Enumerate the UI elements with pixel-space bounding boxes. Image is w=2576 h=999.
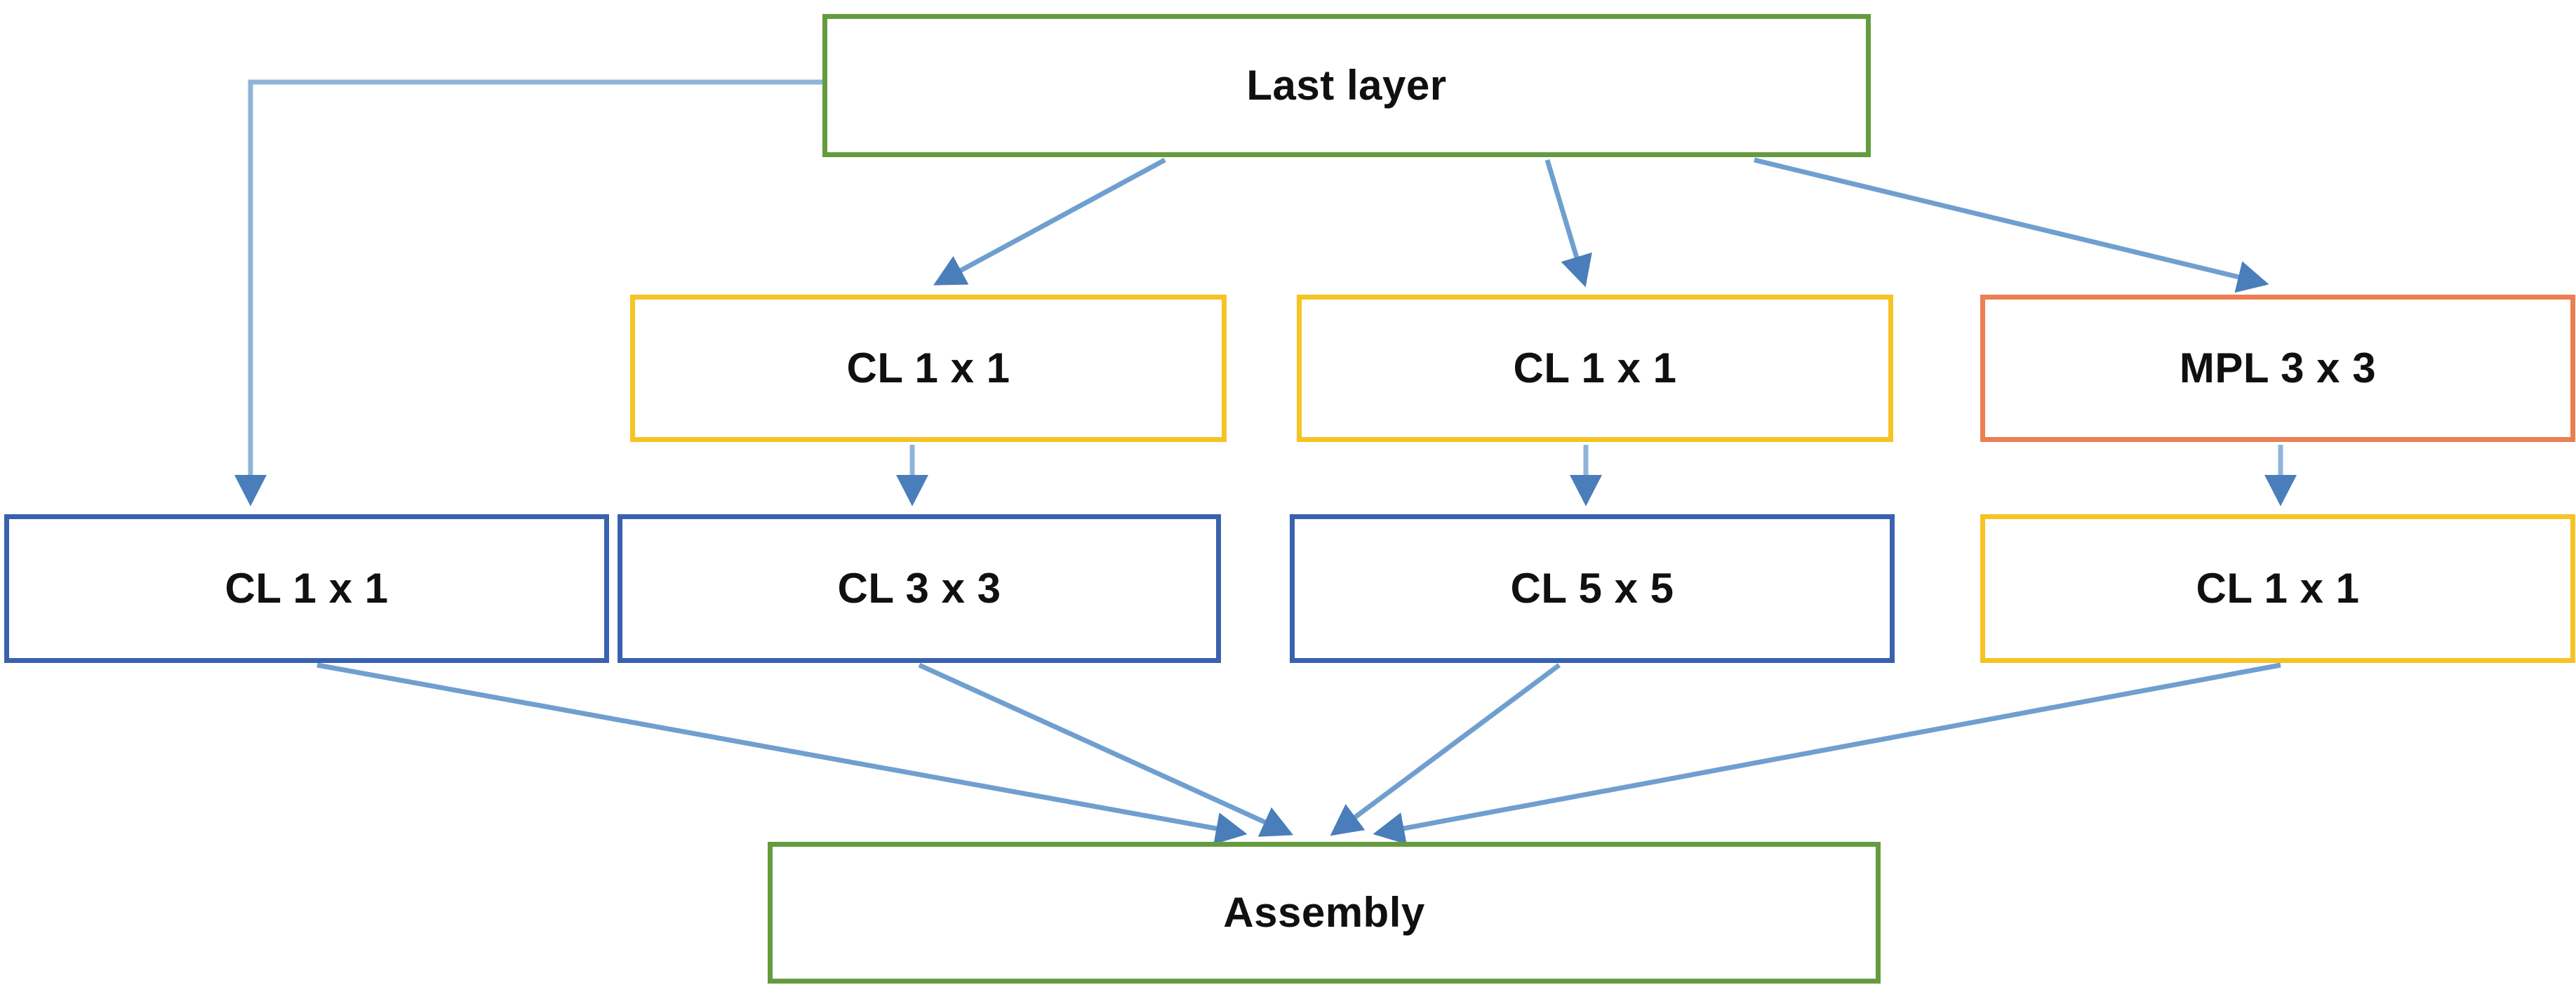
node-cl-3x3-label: CL 3 x 3 xyxy=(837,565,1001,612)
node-cl-1x1-direct[interactable]: CL 1 x 1 xyxy=(4,514,609,663)
node-mpl-3x3-label: MPL 3 x 3 xyxy=(2179,344,2377,391)
edge-last-layer-to-cl-1x1-branch-b xyxy=(1544,159,1592,288)
edge-cl-3x3-to-assembly xyxy=(918,662,1294,837)
node-cl-1x1-direct-label: CL 1 x 1 xyxy=(225,565,389,612)
node-assembly[interactable]: Assembly xyxy=(768,842,1881,984)
node-cl-1x1-branch-a-label: CL 1 x 1 xyxy=(846,344,1010,391)
node-mpl-3x3[interactable]: MPL 3 x 3 xyxy=(1980,295,2575,442)
edge-last-layer-to-mpl-3x3 xyxy=(1754,157,2269,293)
node-cl-1x1-after-pool[interactable]: CL 1 x 1 xyxy=(1980,514,2575,663)
node-last-layer[interactable]: Last layer xyxy=(822,14,1871,157)
node-cl-1x1-branch-b[interactable]: CL 1 x 1 xyxy=(1297,295,1893,442)
edge-cl-5x5-to-assembly xyxy=(1330,663,1561,836)
node-cl-3x3[interactable]: CL 3 x 3 xyxy=(618,514,1221,663)
edge-last-layer-to-cl-1x1-branch-a xyxy=(933,157,1166,286)
node-cl-1x1-branch-a[interactable]: CL 1 x 1 xyxy=(630,295,1227,442)
node-cl-1x1-after-pool-label: CL 1 x 1 xyxy=(2196,565,2360,612)
edge-cl-1x1-after-pool-to-assembly xyxy=(1373,662,2281,845)
node-cl-5x5-label: CL 5 x 5 xyxy=(1510,565,1674,612)
edge-cl-1x1-direct-to-assembly xyxy=(316,662,1248,845)
node-last-layer-label: Last layer xyxy=(1246,62,1447,109)
node-cl-5x5[interactable]: CL 5 x 5 xyxy=(1290,514,1895,663)
node-cl-1x1-branch-b-label: CL 1 x 1 xyxy=(1513,344,1677,391)
node-assembly-label: Assembly xyxy=(1223,889,1425,936)
